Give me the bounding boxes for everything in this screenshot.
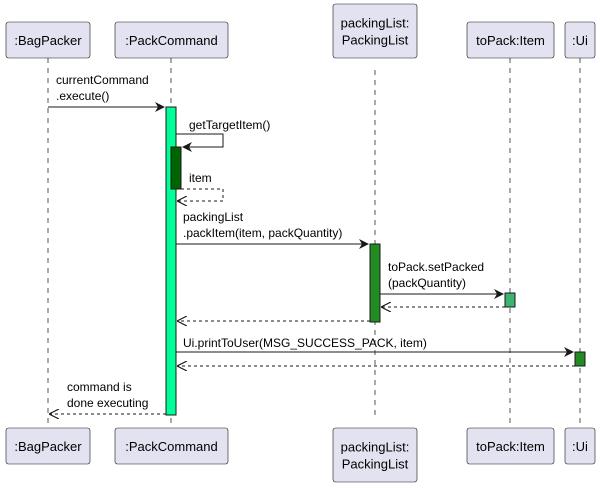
message-label-m3: item <box>189 171 212 185</box>
activation-packinglist <box>369 243 381 323</box>
message-arrows <box>48 102 575 414</box>
message-text: .packItem(item, packQuantity) <box>183 226 342 240</box>
participant-label: :PackCommand <box>125 439 217 454</box>
participant-label: :Ui <box>572 439 588 454</box>
participant-packcommand-bottom: :PackCommand <box>114 427 229 465</box>
message-text: item <box>189 171 212 185</box>
participant-label: packingList: <box>341 440 410 455</box>
participant-bagpacker-top: :BagPacker <box>5 21 91 59</box>
lifelines <box>47 58 581 428</box>
participant-box <box>114 21 229 59</box>
participant-label: PackingList <box>342 33 409 48</box>
participant-packcommand-top: :PackCommand <box>114 21 229 59</box>
participant-label: toPack:Item <box>476 33 545 48</box>
participant-label: :Ui <box>572 33 588 48</box>
message-labels: currentCommand .execute() getTargetItem() i… <box>56 73 484 410</box>
message-text: getTargetItem() <box>189 118 270 132</box>
message-label-m2: getTargetItem() <box>189 118 270 132</box>
activation-packcommand-nested <box>170 146 182 190</box>
participant-box <box>114 427 229 465</box>
participant-label: packingList: <box>341 16 410 31</box>
participant-box <box>5 21 91 59</box>
participant-ui-bottom: :Ui <box>564 427 596 465</box>
message-label-m8: Ui.printToUser(MSG_SUCCESS_PACK, item) <box>183 336 427 350</box>
message-label-m4: packingList .packItem(item, packQuantity) <box>183 210 342 240</box>
participant-topack-top: toPack:Item <box>466 21 555 59</box>
participant-packinglist-top: packingList: PackingList <box>332 3 418 59</box>
message-text: (packQuantity) <box>388 276 466 290</box>
activation-ui <box>574 351 586 367</box>
message-text: done executing <box>67 396 148 410</box>
message-text: toPack.setPacked <box>388 260 484 274</box>
participant-topack-bottom: toPack:Item <box>466 427 555 465</box>
participant-packinglist-bottom: packingList: PackingList <box>332 427 418 483</box>
message-text: Ui.printToUser(MSG_SUCCESS_PACK, item) <box>183 336 427 350</box>
message-label-m5: toPack.setPacked (packQuantity) <box>388 260 484 290</box>
message-text: packingList <box>183 210 244 224</box>
participant-bagpacker-bottom: :BagPacker <box>5 427 91 465</box>
participant-label: :BagPacker <box>14 439 82 454</box>
participant-box <box>564 427 596 465</box>
arrow-gettargetitem <box>176 133 224 152</box>
participant-ui-top: :Ui <box>564 21 596 59</box>
activation-packcommand <box>165 106 177 416</box>
message-text: command is <box>67 380 132 394</box>
participants: :BagPacker :BagPacker :PackCommand :PackCom… <box>5 3 596 483</box>
message-text: .execute() <box>56 89 109 103</box>
activation-topack <box>504 292 516 308</box>
participant-label: toPack:Item <box>476 439 545 454</box>
participant-box <box>466 21 555 59</box>
arrow-return-item <box>178 188 224 201</box>
activation-bars <box>165 106 586 416</box>
participant-label: PackingList <box>342 457 409 472</box>
participant-box <box>332 427 418 483</box>
message-label-m1: currentCommand .execute() <box>56 73 149 103</box>
message-label-m10: command is done executing <box>67 380 148 410</box>
participant-box <box>466 427 555 465</box>
message-text: currentCommand <box>56 73 149 87</box>
participant-box <box>5 427 91 465</box>
participant-label: :BagPacker <box>14 33 82 48</box>
participant-label: :PackCommand <box>125 33 217 48</box>
participant-box <box>332 3 418 59</box>
participant-box <box>564 21 596 59</box>
